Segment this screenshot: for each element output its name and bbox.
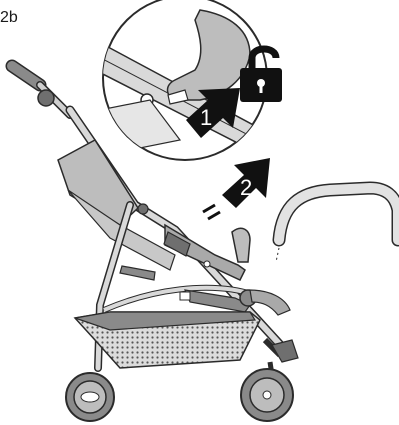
bumper-bar [276, 188, 398, 262]
rear-wheel [241, 369, 293, 421]
motion-lines-icon [203, 205, 220, 219]
step-2-number: 2 [240, 175, 252, 200]
front-wheel [66, 373, 114, 421]
brand-logo-icon [81, 392, 99, 402]
step-1-number: 1 [200, 105, 212, 130]
step-2-arrow: 2 [222, 158, 270, 208]
